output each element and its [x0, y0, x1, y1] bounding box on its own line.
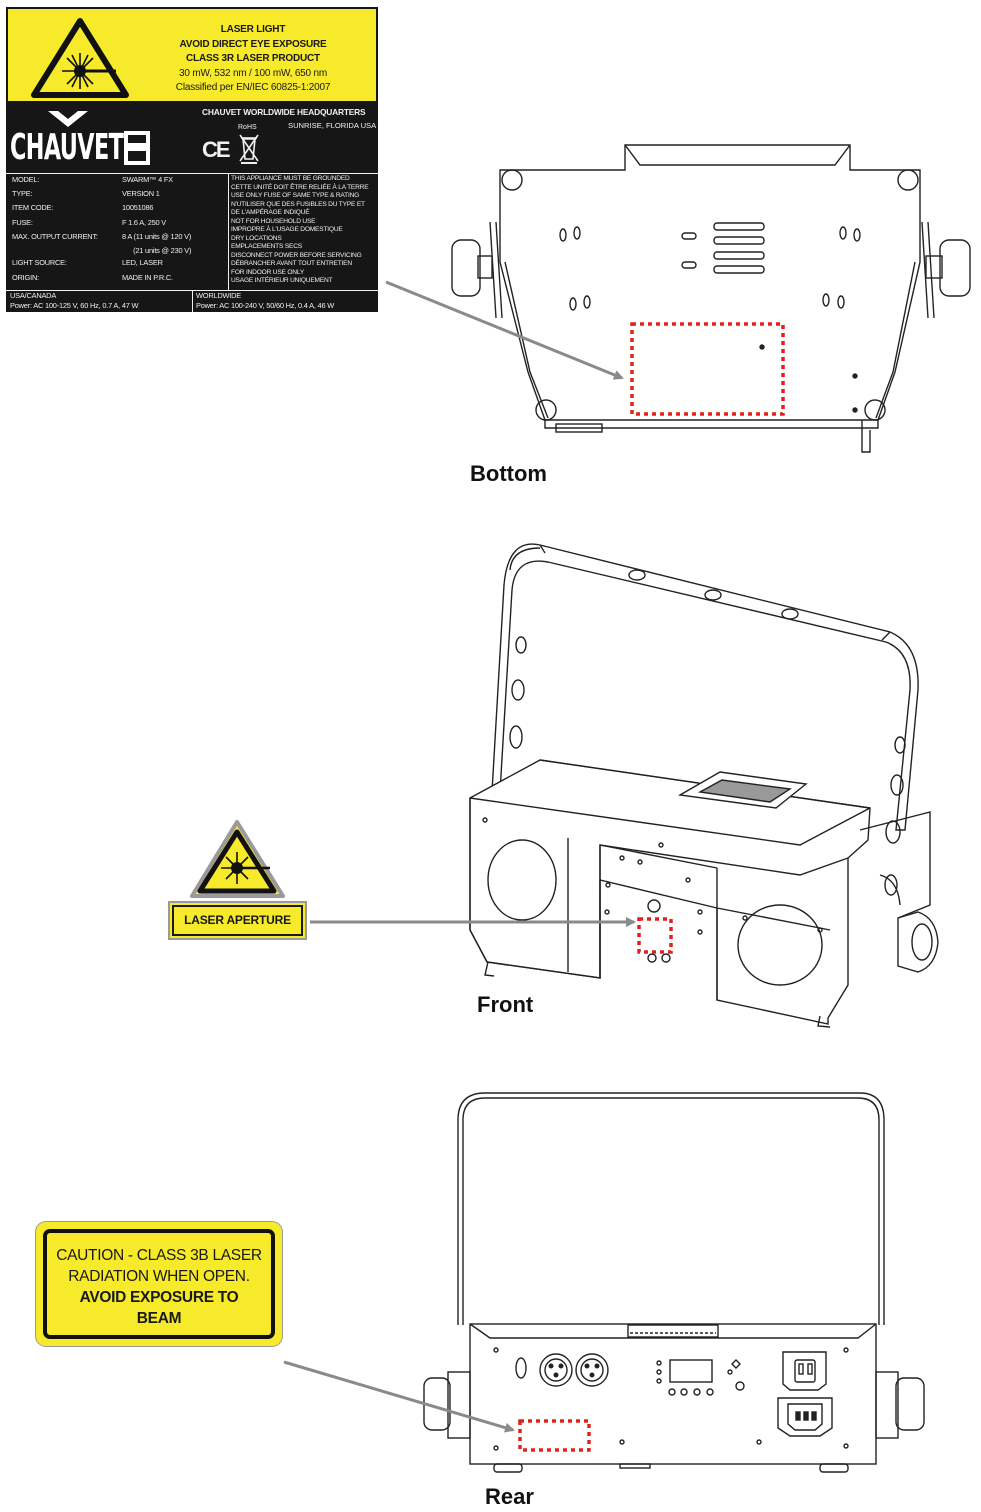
- laser-hazard-icon: [31, 18, 129, 98]
- laser-warning-text: LASER LIGHT AVOID DIRECT EYE EXPOSURE CL…: [138, 23, 368, 96]
- spec-value: VERSION 1: [122, 189, 160, 199]
- caution-line: BEAM: [136, 1310, 182, 1327]
- warning-line: AVOID DIRECT EYE EXPOSURE: [179, 38, 327, 50]
- bottom-label-location-highlight: [630, 322, 785, 416]
- front-view-device: [469, 543, 939, 1028]
- laser-aperture-tag: LASER APERTURE: [172, 905, 303, 936]
- spec-key: TYPE:: [12, 189, 33, 199]
- front-aperture-highlight: [637, 917, 673, 954]
- caption-bottom: Bottom: [470, 461, 547, 486]
- bottom-callout-arrow: [385, 280, 624, 380]
- rohs-mark: RoHS: [238, 124, 257, 131]
- laser-warning-panel: LASER LIGHT AVOID DIRECT EYE EXPOSURE CL…: [6, 7, 378, 103]
- product-label: LASER LIGHT AVOID DIRECT EYE EXPOSURE CL…: [6, 7, 378, 312]
- brand-chevron-icon: [48, 111, 88, 127]
- spec-value: MADE IN P.R.C.: [122, 272, 173, 282]
- spec-key: ITEM CODE:: [12, 203, 54, 213]
- spec-value: 8 A (11 units @ 120 V): [122, 231, 192, 241]
- laser-warning-triangle-icon: [190, 820, 285, 898]
- warning-line: Classified per EN/IEC 60825-1:2007: [175, 82, 331, 93]
- hq-location: SUNRISE, FLORIDA USA: [288, 121, 377, 130]
- note-line: IMPROPRE À L'USAGE DOMESTIQUE: [231, 226, 343, 233]
- dj-logo-icon: [124, 131, 150, 165]
- caution-line: RADIATION WHEN OPEN.: [68, 1268, 250, 1285]
- spec-key: LIGHT SOURCE:: [12, 257, 67, 267]
- note-line: USE ONLY FUSE OF SAME TYPE & RATING: [231, 192, 360, 199]
- caution-sign-border: CAUTION - CLASS 3B LASER RADIATION WHEN …: [43, 1229, 275, 1339]
- spec-value: 10051086: [122, 203, 154, 213]
- brand-logo: CHAUVET: [10, 127, 124, 168]
- caution-sign: CAUTION - CLASS 3B LASER RADIATION WHEN …: [36, 1222, 282, 1346]
- footer-power: Power: AC 100-240 V, 50/60 Hz, 0.4 A, 46…: [196, 300, 334, 310]
- spec-value: (21 units @ 230 V): [122, 245, 192, 255]
- note-line: DE L'AMPÉRAGE INDIQUÉ: [231, 209, 310, 216]
- note-line: FOR INDOOR USE ONLY: [231, 268, 305, 276]
- note-line: DÉBRANCHER AVANT TOUT ENTRETIEN: [231, 260, 352, 267]
- note-line: CETTE UNITÉ DOIT ÊTRE RELIÉE À LA TERRE: [231, 183, 369, 191]
- caution-line: CAUTION - CLASS 3B LASER: [56, 1247, 262, 1264]
- caption-rear: Rear: [485, 1484, 534, 1509]
- spec-key: ORIGIN:: [12, 272, 39, 282]
- footer-usa: USA/CANADA Power: AC 100-125 V, 60 Hz, 0…: [10, 291, 139, 310]
- spec-key: MODEL:: [12, 175, 40, 184]
- note-line: DRY LOCATIONS: [231, 234, 282, 242]
- caption-front: Front: [477, 992, 534, 1017]
- hq-title: CHAUVET WORLDWIDE HEADQUARTERS: [202, 107, 366, 117]
- rear-label-location-highlight: [518, 1419, 591, 1452]
- spec-key: FUSE:: [12, 217, 33, 227]
- note-line: EMPLACEMENTS SECS: [231, 243, 302, 250]
- note-line: N'UTILISER QUE DES FUSIBLES DU TYPE ET: [231, 200, 365, 208]
- rear-view-device: [423, 1092, 925, 1473]
- spec-value: F 1.6 A, 250 V: [122, 217, 167, 227]
- note-line: THIS APPLIANCE MUST BE GROUNDED: [231, 175, 350, 182]
- warning-line: 30 mW, 532 nm / 100 mW, 650 nm: [179, 67, 327, 79]
- caution-line: AVOID EXPOSURE TO: [79, 1289, 239, 1306]
- bottom-view-device: [451, 144, 971, 453]
- spec-value: LED, LASER: [122, 257, 163, 267]
- spec-key: MAX. OUTPUT CURRENT:: [12, 231, 98, 241]
- footer-worldwide: WORLDWIDE Power: AC 100-240 V, 50/60 Hz,…: [196, 291, 334, 310]
- spec-value: SWARM™ 4 FX: [122, 175, 173, 184]
- note-line: USAGE INTÉRIEUR UNIQUEMENT: [231, 277, 333, 284]
- ce-mark: CE: [202, 137, 231, 162]
- safety-notes: THIS APPLIANCE MUST BE GROUNDED CETTE UN…: [231, 175, 369, 286]
- footer-title: USA/CANADA: [10, 291, 57, 300]
- note-line: DISCONNECT POWER BEFORE SERVICING: [231, 251, 362, 259]
- warning-line: CLASS 3R LASER PRODUCT: [186, 53, 320, 64]
- footer-power: Power: AC 100-125 V, 60 Hz, 0.7 A, 47 W: [10, 300, 139, 310]
- rear-callout-arrow: [283, 1360, 515, 1433]
- weee-bin-icon: [239, 134, 259, 164]
- footer-title: WORLDWIDE: [196, 291, 242, 300]
- warning-line: LASER LIGHT: [220, 24, 286, 35]
- note-line: NOT FOR HOUSEHOLD USE: [231, 217, 316, 225]
